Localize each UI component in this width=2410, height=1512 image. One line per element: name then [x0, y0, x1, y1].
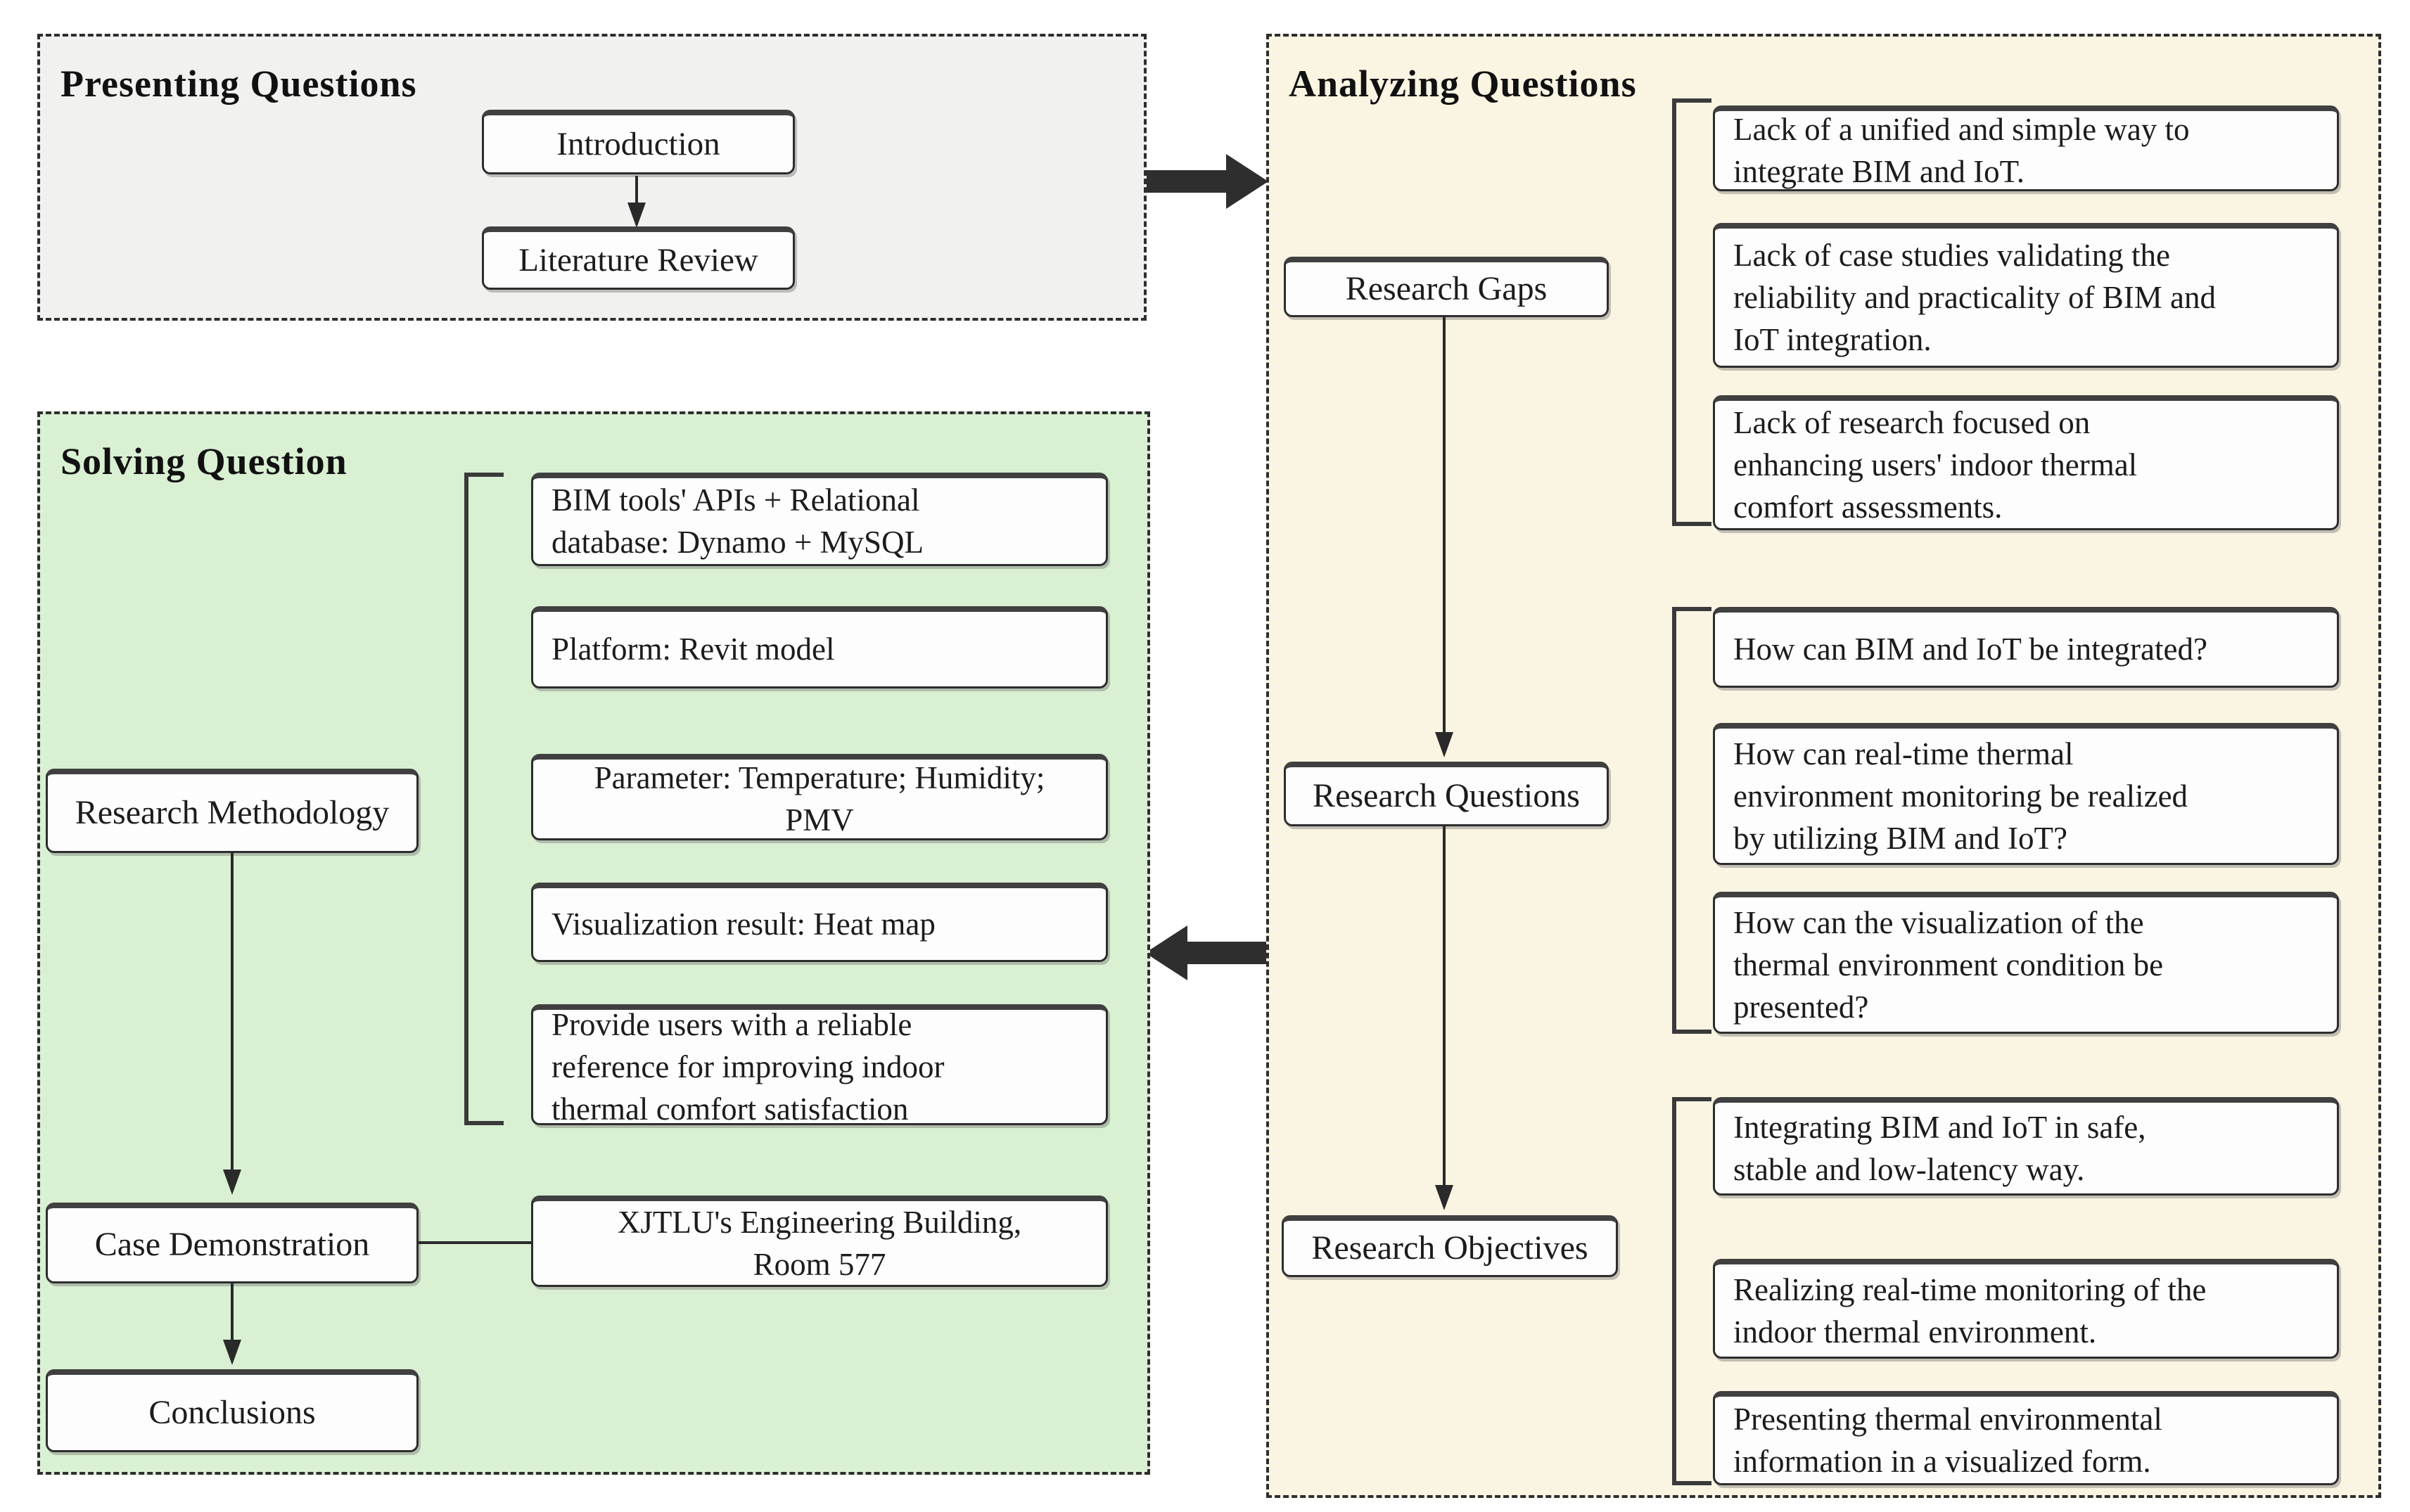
bracket-research-questions: [1672, 607, 1711, 1034]
research-question-3-text: How can the visualization of the thermal…: [1733, 904, 2164, 1025]
connector-case-to-xjtlu: [419, 1241, 531, 1244]
arrow-questions-to-objectives: [1435, 826, 1453, 1210]
node-methodology-item-3: Parameter: Temperature; Humidity; PMV: [531, 754, 1108, 840]
node-research-question-3: How can the visualization of the thermal…: [1713, 892, 2339, 1034]
bracket-research-objectives: [1672, 1097, 1711, 1485]
methodology-item-2-text: Platform: Revit model: [552, 632, 835, 667]
research-gap-2-text: Lack of case studies validating the reli…: [1733, 237, 2217, 357]
introduction-label: Introduction: [556, 125, 720, 162]
research-gap-1-text: Lack of a unified and simple way to inte…: [1733, 111, 2190, 189]
research-objective-3-text: Presenting thermal environmental informa…: [1733, 1401, 2162, 1479]
node-research-question-1: How can BIM and IoT be integrated?: [1713, 607, 2339, 688]
node-research-gaps: Research Gaps: [1284, 257, 1609, 317]
node-case-demonstration: Case Demonstration: [46, 1203, 419, 1283]
research-objective-1-text: Integrating BIM and IoT in safe, stable …: [1733, 1109, 2146, 1187]
research-question-1-text: How can BIM and IoT be integrated?: [1733, 632, 2207, 667]
node-research-question-2: How can real-time thermal environment mo…: [1713, 723, 2339, 865]
node-research-questions: Research Questions: [1284, 762, 1609, 826]
case-demonstration-label: Case Demonstration: [94, 1226, 370, 1263]
node-research-objectives: Research Objectives: [1282, 1215, 1618, 1277]
research-question-2-text: How can real-time thermal environment mo…: [1733, 736, 2188, 856]
solving-question-title: Solving Question: [60, 440, 348, 482]
node-xjtlu-building: XJTLU's Engineering Building, Room 577: [531, 1196, 1108, 1287]
node-methodology-item-5: Provide users with a reliable reference …: [531, 1004, 1108, 1127]
research-methodology-label: Research Methodology: [75, 793, 390, 831]
node-research-objective-2: Realizing real-time monitoring of the in…: [1713, 1259, 2339, 1359]
research-gap-3-text: Lack of research focused on enhancing us…: [1733, 404, 2138, 525]
methodology-item-1-text: BIM tools' APIs + Relational database: D…: [552, 482, 924, 560]
presenting-questions-title: Presenting Questions: [60, 63, 417, 105]
flow-arrow-right-tail: [1147, 170, 1228, 193]
node-research-methodology: Research Methodology: [46, 769, 419, 853]
node-methodology-item-1: BIM tools' APIs + Relational database: D…: [531, 473, 1108, 566]
flow-arrow-left-icon: [1145, 925, 1187, 980]
research-questions-label: Research Questions: [1313, 776, 1580, 814]
node-research-gap-1: Lack of a unified and simple way to inte…: [1713, 105, 2339, 191]
bracket-research-gaps: [1672, 98, 1711, 526]
node-research-gap-2: Lack of case studies validating the reli…: [1713, 223, 2339, 368]
node-introduction: Introduction: [482, 110, 795, 174]
conclusions-label: Conclusions: [148, 1393, 316, 1431]
arrow-introduction-to-literature-review: [627, 176, 646, 228]
node-research-gap-3: Lack of research focused on enhancing us…: [1713, 395, 2339, 530]
arrow-gaps-to-questions: [1435, 317, 1453, 757]
node-conclusions: Conclusions: [46, 1369, 419, 1452]
node-methodology-item-4: Visualization result: Heat map: [531, 883, 1108, 962]
flow-arrow-right-icon: [1226, 154, 1268, 209]
research-gaps-label: Research Gaps: [1345, 269, 1548, 307]
methodology-item-5-text: Provide users with a reliable reference …: [552, 1006, 945, 1127]
analyzing-questions-title: Analyzing Questions: [1289, 63, 1637, 105]
research-objective-2-text: Realizing real-time monitoring of the in…: [1733, 1271, 2207, 1350]
bracket-methodology: [464, 473, 504, 1125]
literature-review-label: Literature Review: [518, 241, 758, 278]
methodology-item-3-text: Parameter: Temperature; Humidity; PMV: [594, 760, 1045, 838]
node-research-objective-1: Integrating BIM and IoT in safe, stable …: [1713, 1097, 2339, 1196]
arrow-case-to-conclusions: [223, 1283, 241, 1365]
node-methodology-item-2: Platform: Revit model: [531, 606, 1108, 688]
node-research-objective-3: Presenting thermal environmental informa…: [1713, 1391, 2339, 1485]
methodology-item-4-text: Visualization result: Heat map: [552, 906, 936, 942]
flow-arrow-left-tail: [1187, 942, 1266, 964]
xjtlu-building-text: XJTLU's Engineering Building, Room 577: [617, 1204, 1022, 1282]
node-literature-review: Literature Review: [482, 226, 795, 290]
research-objectives-label: Research Objectives: [1311, 1229, 1588, 1267]
arrow-methodology-to-case: [223, 853, 241, 1195]
